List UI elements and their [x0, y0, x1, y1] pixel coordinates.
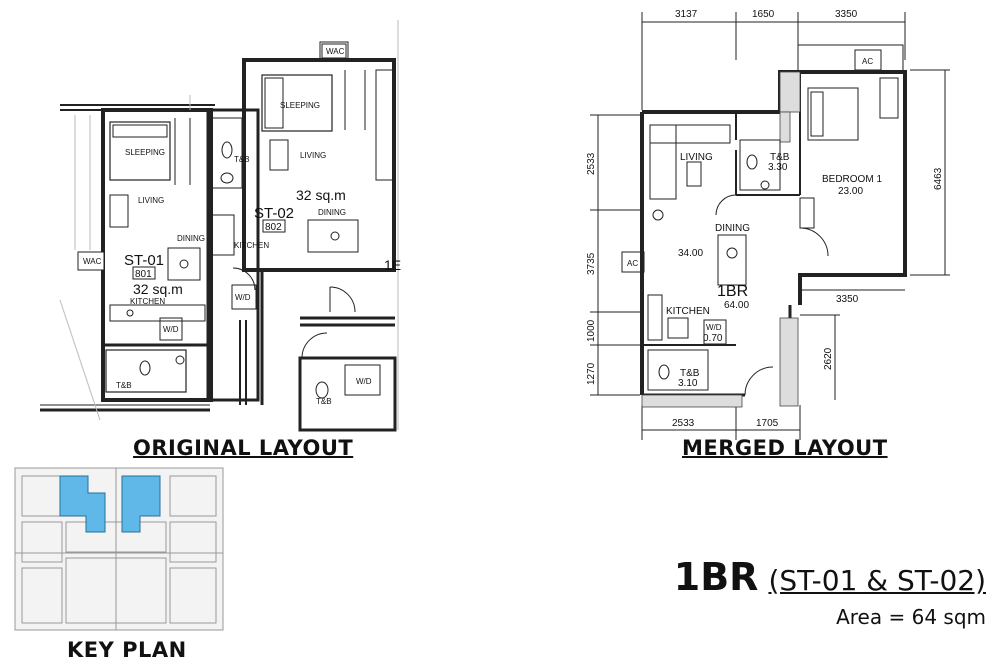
key-plan-title: KEY PLAN: [67, 638, 187, 662]
st02-number: 802: [265, 222, 282, 233]
st02-code: ST-02: [254, 205, 294, 222]
unit-type-heading: 1BR (ST-01 & ST-02): [674, 555, 986, 599]
st01-wd-label: W/D: [163, 325, 179, 334]
ac-left-label: AC: [627, 259, 638, 268]
dim-bottom-1: 2533: [672, 418, 695, 429]
st01-kitchen-label: KITCHEN: [130, 297, 165, 306]
dining-label: DINING: [715, 223, 750, 234]
original-layout-title: ORIGINAL LAYOUT: [133, 436, 354, 460]
merged-unit-code: 1BR: [717, 283, 748, 300]
dim-top-1: 3137: [675, 9, 698, 20]
dim-mid: 3350: [836, 294, 859, 305]
st01-number: 801: [135, 269, 152, 280]
lower-wd-label: W/D: [356, 377, 372, 386]
st01-dining-label: DINING: [177, 234, 205, 243]
st02-tb-label: T&B: [234, 155, 250, 164]
st01-living-label: LIVING: [138, 196, 164, 205]
key-plan-diagram: [14, 467, 224, 631]
st02-sleeping-label: SLEEPING: [280, 101, 320, 110]
st02-living-label: LIVING: [300, 151, 326, 160]
tb-top-area: 3.30: [768, 162, 788, 173]
dim-right: 6463: [933, 167, 944, 190]
merged-unit-area: 64.00: [724, 300, 749, 311]
wd-label: W/D: [706, 323, 722, 332]
st02-dining-label: DINING: [318, 208, 346, 217]
unit-code: 1BR: [673, 555, 759, 599]
st01-tb-label: T&B: [116, 381, 132, 390]
st01-area: 32 sq.m: [133, 281, 183, 297]
merged-layout-title: MERGED LAYOUT: [682, 436, 888, 460]
merged-units-label: (ST-01 & ST-02): [768, 564, 986, 597]
dim-top-3: 3350: [835, 9, 858, 20]
st02-wd-label: W/D: [235, 293, 251, 302]
dim-left-3: 1000: [586, 319, 597, 342]
living-dining-area: 34.00: [678, 248, 703, 259]
wd-area: 0.70: [703, 333, 723, 344]
st02-area: 32 sq.m: [296, 187, 346, 203]
st01-wac-label: WAC: [83, 257, 102, 266]
dim-left-4: 1270: [586, 362, 597, 385]
st01-sleeping-label: SLEEPING: [125, 148, 165, 157]
st02-wac-label: WAC: [326, 47, 345, 56]
tb-top-label: T&B: [770, 152, 790, 163]
living-label: LIVING: [680, 152, 713, 163]
dim-left-1: 2533: [586, 152, 597, 175]
st01-code: ST-01: [124, 252, 164, 269]
bedroom-label: BEDROOM 1: [822, 174, 882, 185]
ac-top-label: AC: [862, 57, 873, 66]
kitchen-label: KITCHEN: [666, 306, 710, 317]
dim-bottom-2: 1705: [756, 418, 779, 429]
dim-left-2: 3735: [586, 252, 597, 275]
lower-tb-label: T&B: [316, 397, 332, 406]
area-label: Area = 64 sqm: [836, 605, 986, 629]
dim-top-2: 1650: [752, 9, 775, 20]
dim-right-lower: 2620: [823, 347, 834, 370]
st02-kitchen-label: KITCHEN: [234, 241, 269, 250]
bedroom-area: 23.00: [838, 186, 863, 197]
tb-bottom-area: 3.10: [678, 378, 698, 389]
neighbor-unit-code: 1E: [384, 257, 401, 273]
tb-bottom-label: T&B: [680, 368, 700, 379]
